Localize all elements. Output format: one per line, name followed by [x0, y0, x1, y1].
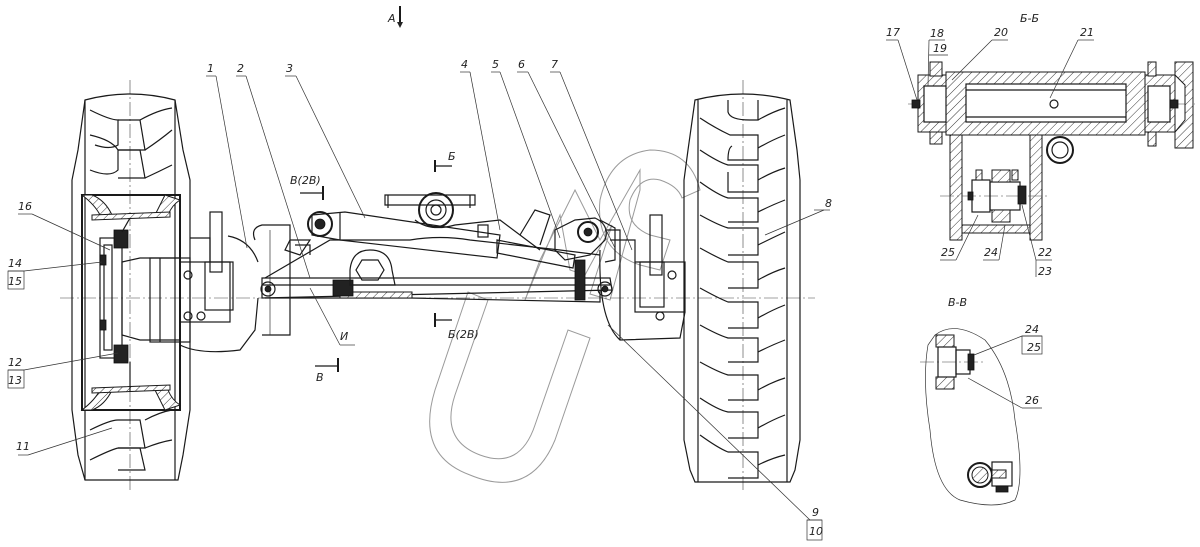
- svg-text:В(2В): В(2В): [290, 174, 321, 187]
- svg-text:20: 20: [994, 26, 1008, 39]
- svg-text:24: 24: [1025, 323, 1039, 336]
- svg-text:Б-Б: Б-Б: [1020, 12, 1039, 25]
- callout-21: 21: [1049, 26, 1094, 99]
- callout-1: 1: [206, 62, 248, 249]
- steering-cylinder: [284, 211, 576, 269]
- svg-text:22: 22: [1038, 246, 1052, 259]
- callout-6: 6: [517, 58, 616, 249]
- svg-text:В-В: В-В: [948, 296, 967, 309]
- axle-pivot: [349, 192, 541, 286]
- svg-text:10: 10: [809, 525, 823, 538]
- svg-text:14: 14: [8, 257, 22, 270]
- callout-2: 2: [236, 62, 311, 279]
- left-steering-knuckle: [179, 211, 291, 353]
- svg-text:15: 15: [8, 275, 22, 288]
- svg-text:4: 4: [461, 58, 468, 71]
- svg-text:26: 26: [1025, 394, 1039, 407]
- callout-5: 5: [491, 58, 561, 239]
- svg-text:9: 9: [812, 506, 819, 519]
- svg-text:В: В: [316, 371, 324, 384]
- section-marker-v-bottom: В: [315, 358, 339, 384]
- callout-4: 4: [460, 58, 501, 231]
- callout-17: 17: [886, 26, 918, 101]
- svg-text:18: 18: [930, 27, 944, 40]
- callout-18-19: 18 19: [927, 27, 948, 87]
- callout-detail-i: И: [309, 287, 355, 346]
- section-marker-b-bottom: Б(2В): [434, 313, 479, 341]
- callout-3: 3: [285, 62, 366, 219]
- svg-text:1: 1: [207, 62, 214, 75]
- axle-beam: [260, 236, 613, 303]
- callout-8: 8: [764, 197, 832, 236]
- callout-20: 20: [951, 26, 1008, 81]
- view-arrow-a: А: [387, 6, 403, 28]
- callout-9-10: 9 10: [607, 324, 823, 541]
- svg-text:25: 25: [941, 246, 955, 259]
- svg-text:3: 3: [286, 62, 293, 75]
- svg-text:7: 7: [551, 58, 558, 71]
- svg-text:Б(2В): Б(2В): [448, 328, 479, 341]
- svg-text:23: 23: [1038, 265, 1052, 278]
- callout-24-bb: 24: [983, 224, 1006, 261]
- section-vv: В-В 24 25 26: [920, 296, 1043, 506]
- svg-text:6: 6: [518, 58, 525, 71]
- svg-text:13: 13: [8, 374, 22, 387]
- svg-text:8: 8: [825, 197, 832, 210]
- right-tire-tread: [699, 100, 786, 479]
- callout-22-23: 22 23: [1021, 204, 1052, 278]
- svg-text:2: 2: [237, 62, 244, 75]
- svg-text:19: 19: [933, 42, 947, 55]
- callout-11: 11: [16, 427, 113, 456]
- svg-text:17: 17: [886, 26, 900, 39]
- callout-25-bb: 25: [940, 214, 979, 261]
- svg-text:16: 16: [18, 200, 32, 213]
- right-wheel: [683, 80, 801, 490]
- svg-text:11: 11: [16, 440, 30, 453]
- right-steering-knuckle: [599, 214, 686, 341]
- section-marker-b-top: Б: [434, 150, 456, 172]
- svg-text:А: А: [387, 12, 396, 25]
- section-bb: Б-Б: [908, 12, 1195, 241]
- svg-text:24: 24: [984, 246, 998, 259]
- svg-text:И: И: [340, 330, 348, 343]
- callout-14-15: 14 15: [7, 257, 103, 290]
- svg-text:25: 25: [1027, 341, 1041, 354]
- svg-text:21: 21: [1080, 26, 1094, 39]
- left-wheel: [71, 80, 191, 490]
- section-marker-v-top: В(2В): [290, 174, 324, 200]
- svg-text:12: 12: [8, 356, 22, 369]
- callout-16: 16: [18, 200, 111, 251]
- callout-12-13: 12 13: [7, 352, 119, 389]
- callout-7: 7: [550, 58, 633, 251]
- svg-text:5: 5: [492, 58, 499, 71]
- svg-text:Б: Б: [448, 150, 456, 163]
